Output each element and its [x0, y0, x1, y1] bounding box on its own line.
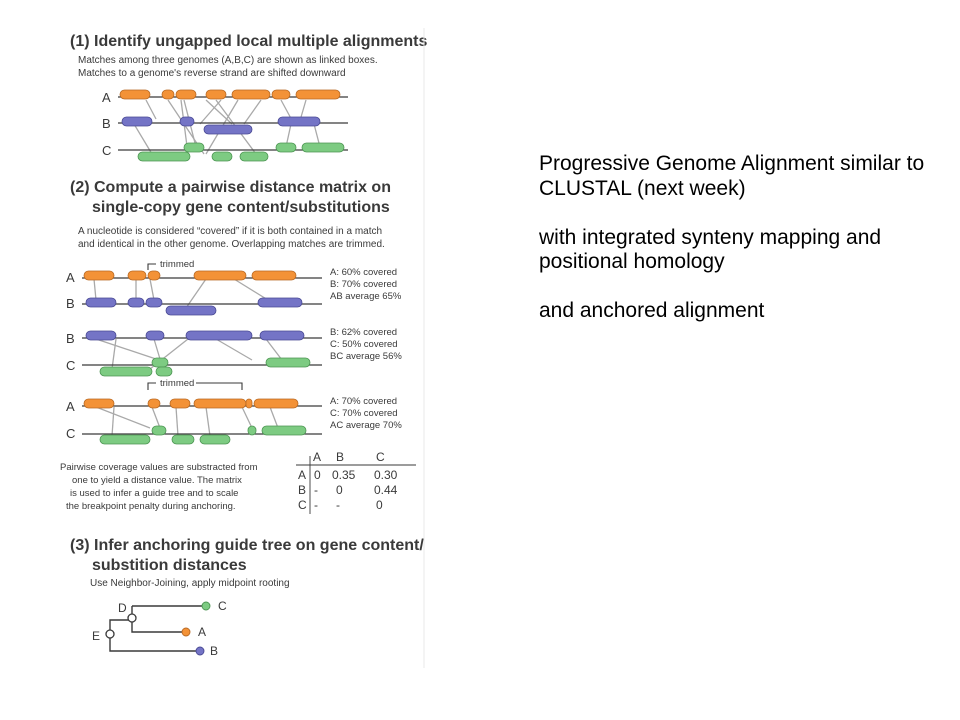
pair-ab-stat-2: B: 70% covered	[330, 279, 397, 290]
matrix-col-a: A	[313, 450, 321, 464]
step2-note-2: and identical in the other genome. Overl…	[78, 239, 385, 250]
node-e-icon	[105, 629, 115, 639]
matrix-cell-bb: 0	[336, 483, 343, 497]
pair-bc-stat-3: BC average 56%	[330, 351, 402, 362]
pair-ac-links	[95, 406, 279, 437]
matrix-cell-cc: 0	[376, 498, 383, 512]
pair-ab-stat-3: AB average 65%	[330, 291, 402, 302]
step3-title-line2: substition distances	[92, 557, 247, 574]
step2-note-1: A nucleotide is considered “covered” if …	[78, 226, 382, 237]
step3-note: Use Neighbor-Joining, apply midpoint roo…	[90, 578, 290, 589]
tree-label-e: E	[92, 629, 100, 643]
leaf-c-icon	[201, 601, 211, 611]
leaf-a-icon	[181, 627, 191, 637]
pair-bc-stat-1: B: 62% covered	[330, 327, 397, 338]
node-d-icon	[127, 613, 137, 623]
alignment-figure: (1) Identify ungapped local multiple ali…	[56, 28, 428, 668]
trimmed-label-2: trimmed	[160, 378, 194, 389]
pair-ac-stat-2: C: 70% covered	[330, 408, 398, 419]
distance-matrix: A B C A 0 0.35 0.30 B - 0 0.44 C - - 0	[296, 450, 416, 514]
tree-label-c: C	[218, 599, 227, 613]
tree-label-a: A	[198, 625, 206, 639]
step1-note-2: Matches to a genome's reverse strand are…	[78, 68, 346, 79]
step1-label-a: A	[102, 90, 111, 105]
pair-ab-links	[93, 278, 269, 309]
leaf-b-icon	[195, 646, 205, 656]
matrix-note-4: the breakpoint penalty during anchoring.	[66, 501, 236, 512]
tree-label-b: B	[210, 644, 218, 658]
matrix-row-b-label: B	[298, 483, 306, 497]
step2-title-line2: single-copy gene content/substitutions	[92, 199, 390, 216]
pair-ac-label-a: A	[66, 399, 75, 414]
tree-label-d: D	[118, 601, 127, 615]
matrix-cell-bc: 0.44	[374, 483, 398, 497]
step2-title-line1: (2) Compute a pairwise distance matrix o…	[70, 179, 391, 196]
step3-title-line1: (3) Infer anchoring guide tree on gene c…	[70, 537, 424, 554]
matrix-col-b: B	[336, 450, 344, 464]
trimmed-marker-1: trimmed	[147, 259, 194, 270]
pair-bc-links	[95, 338, 283, 370]
step1-genome-a-blocks	[119, 89, 341, 100]
pair-ac-stat-1: A: 70% covered	[330, 396, 397, 407]
pair-ab-stat-1: A: 60% covered	[330, 267, 397, 278]
matrix-col-c: C	[376, 450, 385, 464]
paragraph-anchored: and anchored alignment	[539, 299, 765, 322]
step1-genome-c-blocks	[137, 142, 345, 162]
matrix-row-a-label: A	[298, 468, 306, 482]
pair-ac-stat-3: AC average 70%	[330, 420, 402, 431]
pair-ab-label-b: B	[66, 296, 75, 311]
matrix-cell-ac: 0.30	[374, 468, 398, 482]
trimmed-marker-2: trimmed	[147, 378, 243, 390]
step1-label-c: C	[102, 143, 111, 158]
guide-tree: D E C A B	[92, 599, 227, 658]
matrix-cell-aa: 0	[314, 468, 321, 482]
matrix-cell-cb: -	[336, 498, 340, 512]
side-text: Progressive Genome Alignment similar to …	[539, 152, 939, 324]
matrix-row-c-label: C	[298, 498, 307, 512]
matrix-cell-ca: -	[314, 498, 318, 512]
step1-note-1: Matches among three genomes (A,B,C) are …	[78, 55, 378, 66]
pair-bc-label-c: C	[66, 358, 75, 373]
matrix-cell-ab: 0.35	[332, 468, 356, 482]
step1-genome-b-blocks	[121, 116, 321, 135]
pair-ac-label-c: C	[66, 426, 75, 441]
pair-ab-label-a: A	[66, 270, 75, 285]
step1-label-b: B	[102, 116, 111, 131]
paragraph-progressive: Progressive Genome Alignment similar to …	[539, 152, 925, 200]
pair-bc-label-b: B	[66, 331, 75, 346]
step1-title: (1) Identify ungapped local multiple ali…	[70, 33, 427, 50]
trimmed-label-1: trimmed	[160, 259, 194, 270]
matrix-cell-ba: -	[314, 483, 318, 497]
spacer	[539, 201, 939, 226]
spacer	[539, 275, 939, 300]
matrix-note-1: Pairwise coverage values are substracted…	[60, 462, 258, 473]
matrix-note-3: is used to infer a guide tree and to sca…	[70, 488, 238, 499]
pair-bc-stat-2: C: 50% covered	[330, 339, 398, 350]
matrix-note-2: one to yield a distance value. The matri…	[72, 475, 242, 486]
paragraph-synteny: with integrated synteny mapping and posi…	[539, 225, 882, 274]
